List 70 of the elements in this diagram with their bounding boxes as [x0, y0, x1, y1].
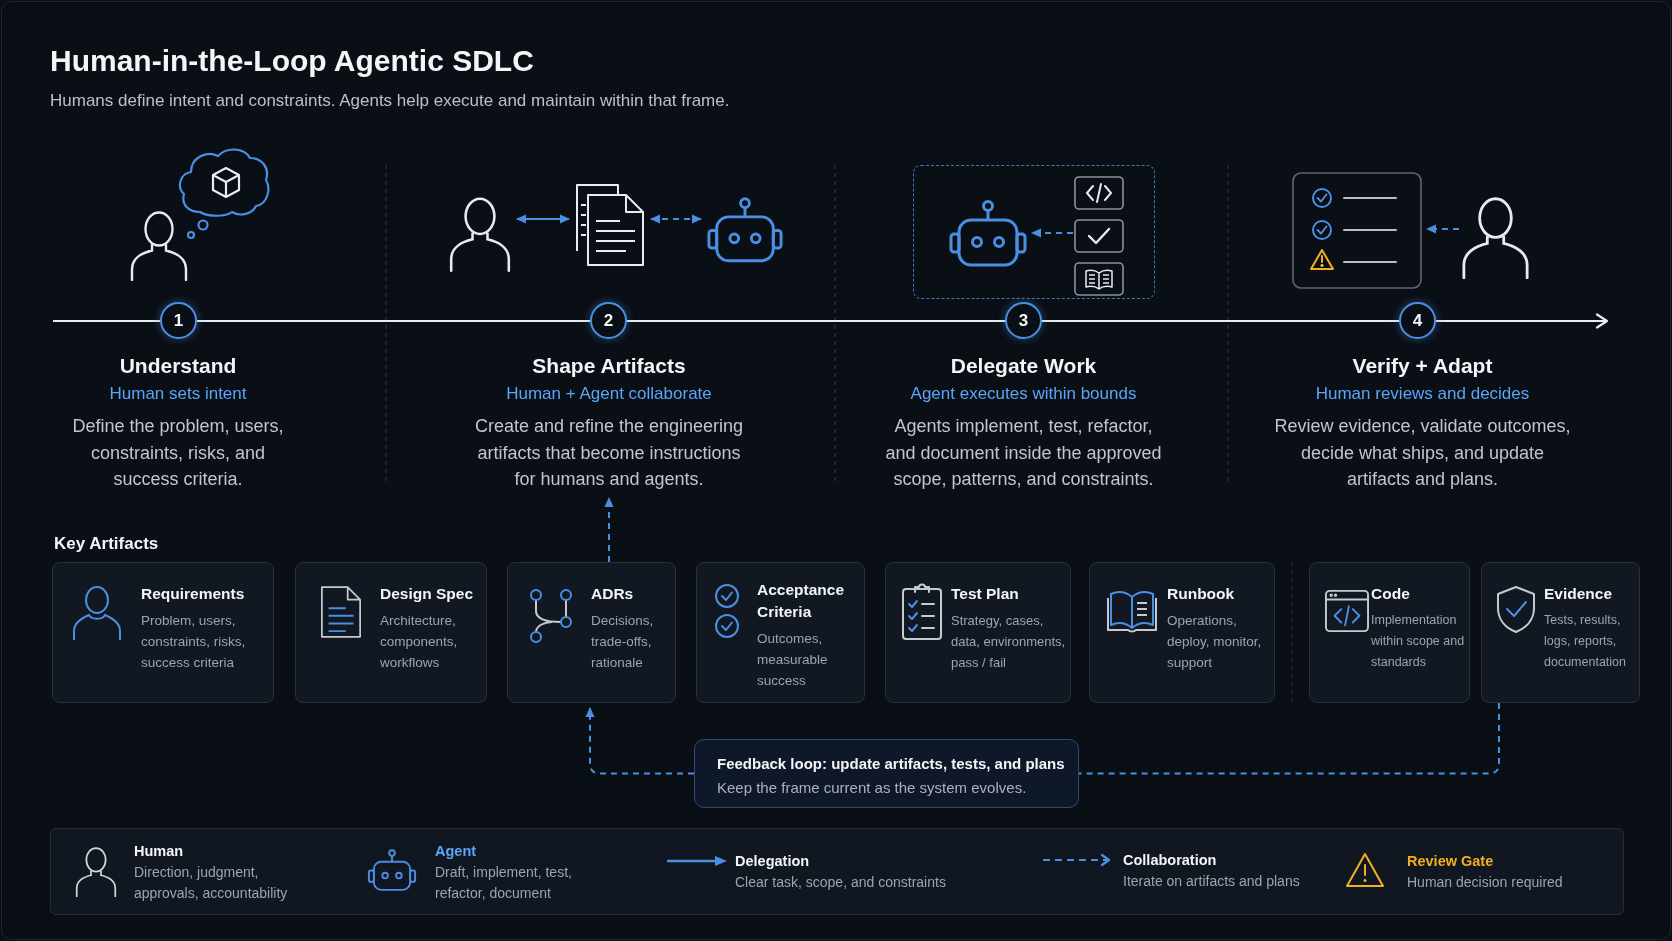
feedback-note	[694, 739, 1079, 808]
stage-title: Understand	[118, 353, 238, 379]
stage-title: Delegate Work	[949, 353, 1098, 379]
card-description: Strategy, cases, data, environments, pass / fail	[951, 612, 1067, 672]
diagram-subtitle: Humans define intent and constraints. Agents help execute and maintain within that frame.	[50, 90, 730, 112]
dashed-arrow	[604, 497, 614, 563]
stage-description: Create and refine the engineering artifacts that become instructions for humans and agents.	[473, 415, 745, 491]
note-text: Keep the frame current as the system evolves.	[717, 778, 1028, 798]
step-marker: 3	[1005, 302, 1042, 339]
legend-entry: Agent Draft, implement, test, refactor, document	[435, 842, 573, 903]
artifact-card	[507, 562, 676, 703]
dashed-arrow	[1031, 228, 1074, 238]
stage-description: Define the problem, users, constraints, risks, and success criteria.	[71, 415, 285, 491]
card-title: Code	[1371, 584, 1411, 604]
dashed-connector-line	[1078, 702, 1500, 775]
card-title: Design Spec	[380, 584, 475, 604]
step-marker: 4	[1399, 302, 1436, 339]
stage-description: Agents implement, test, refactor, and document inside the approved scope, patterns, and constraints.	[884, 415, 1163, 491]
person-icon	[128, 211, 190, 281]
legend-entry: Collaboration Iterate on artifacts and plans	[1123, 851, 1301, 891]
legend-entry: Review Gate Human decision required	[1407, 852, 1564, 892]
card-title: ADRs	[591, 584, 635, 604]
dashed-double-arrow	[650, 214, 702, 224]
card-title: Runbook	[1167, 584, 1236, 604]
book-icon	[1074, 262, 1124, 296]
card-description: Tests, results, logs, reports, documentation	[1544, 612, 1627, 671]
robot-icon	[706, 197, 784, 264]
legend-entry: Human Direction, judgment, approvals, accountability	[134, 842, 289, 903]
card-description: Outcomes, measurable success	[757, 630, 829, 690]
artifact-card	[885, 562, 1071, 703]
artifact-card	[1089, 562, 1275, 703]
step-marker: 2	[590, 302, 627, 339]
dashed-group-frame	[913, 165, 1155, 299]
step-marker: 1	[160, 302, 197, 339]
legend-entry: Delegation Clear task, scope, and constraints	[735, 852, 947, 892]
person-icon	[448, 197, 512, 272]
stage-subtitle: Human + Agent collaborate	[505, 383, 713, 405]
artifact-card	[1309, 562, 1470, 703]
stage-title: Shape Artifacts	[531, 353, 687, 379]
person-icon	[1459, 197, 1532, 279]
checkmark-icon	[1074, 219, 1124, 253]
artifact-card	[1481, 562, 1640, 703]
artifact-card	[295, 562, 487, 703]
stage-subtitle: Human reviews and decides	[1314, 383, 1531, 405]
thought-cloud-icon	[176, 146, 272, 240]
checklist-icon	[1292, 172, 1422, 289]
stage-subtitle: Human sets intent	[108, 383, 248, 405]
note-title: Feedback loop: update artifacts, tests, and plans	[717, 754, 1066, 774]
card-title: Evidence	[1544, 584, 1614, 604]
documents-icon	[574, 183, 646, 267]
artifact-card	[696, 562, 865, 703]
card-description: Operations, deploy, monitor, support	[1167, 612, 1263, 672]
card-description: Implementation within scope and standards	[1371, 612, 1466, 671]
section-heading: Key Artifacts	[54, 533, 159, 555]
double-arrow	[516, 214, 570, 224]
stage-title: Verify + Adapt	[1351, 353, 1494, 379]
card-title: Test Plan	[951, 584, 1020, 604]
robot-icon	[948, 200, 1028, 268]
card-title: Acceptance Criteria	[757, 580, 845, 622]
stage-description: Review evidence, validate outcomes, decide what ships, and update artifacts and plans.	[1273, 415, 1572, 491]
diagram-title: Human-in-the-Loop Agentic SDLC	[50, 43, 534, 79]
artifact-card	[52, 562, 274, 703]
code-icon	[1074, 176, 1124, 210]
card-description: Decisions, trade-offs, rationale	[591, 612, 655, 672]
dashed-arrow	[1426, 224, 1460, 234]
card-description: Problem, users, constraints, risks, success criteria	[141, 612, 247, 672]
card-title: Requirements	[141, 584, 246, 604]
card-description: Architecture, components, workflows	[380, 612, 459, 672]
dashed-arrow	[585, 707, 695, 775]
stage-subtitle: Agent executes within bounds	[909, 383, 1138, 405]
